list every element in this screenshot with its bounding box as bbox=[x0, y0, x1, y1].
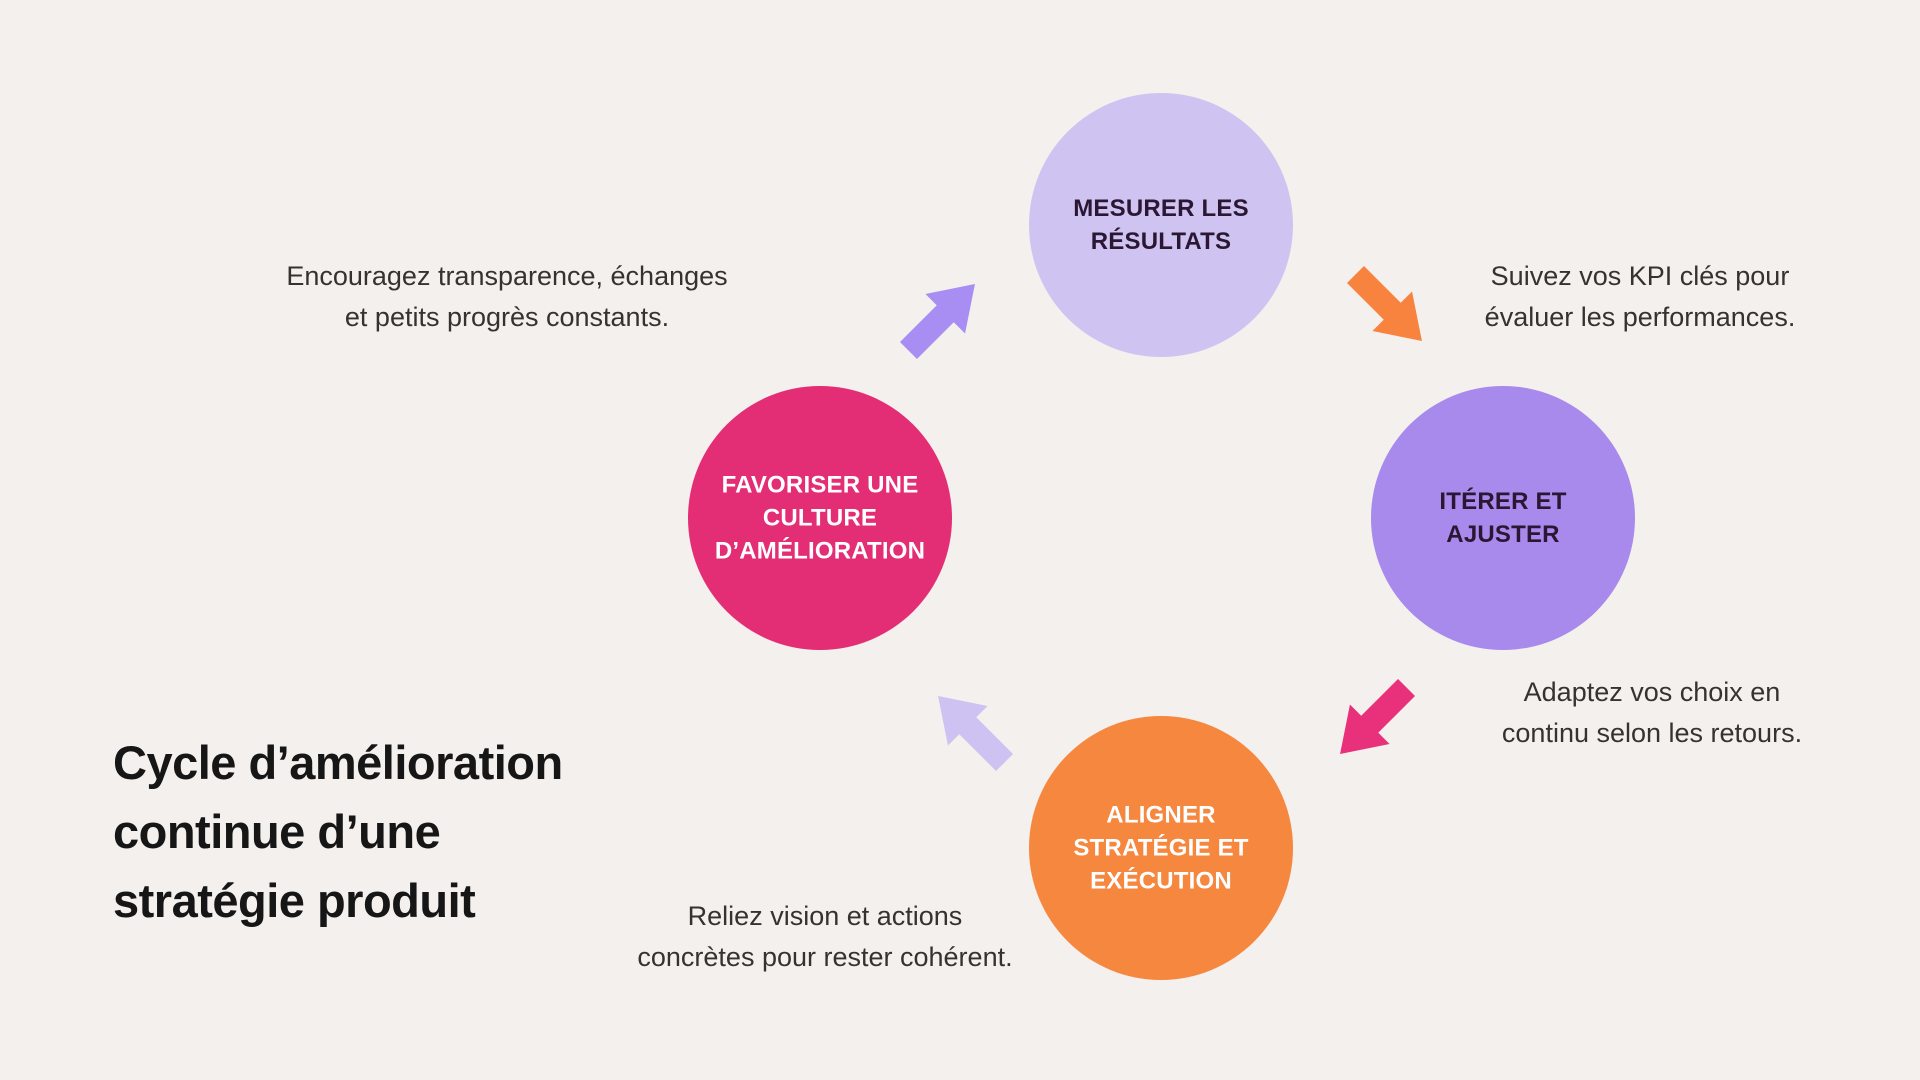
step-label-favoriser-une-culture: FAVORISER UNE CULTURE D’AMÉLIORATION bbox=[714, 471, 926, 565]
cycle-arrow-to-favoriser-icon bbox=[898, 656, 1045, 803]
step-label-iterer-et-ajuster: ITÉRER ET AJUSTER bbox=[1439, 487, 1567, 548]
step-description-aligner-strategie-et-execution: Reliez vision et actions concrètes pour … bbox=[637, 901, 1013, 972]
circle-shape bbox=[1371, 386, 1635, 650]
cycle-arrow-to-aligner-icon bbox=[1300, 646, 1447, 793]
cycle-arrow-to-iterer-icon bbox=[1314, 233, 1461, 380]
cycle-arrow-to-mesurer-icon bbox=[867, 244, 1014, 391]
step-description-mesurer-les-resultats: Suivez vos KPI clés pour évaluer les per… bbox=[1484, 261, 1796, 332]
step-description-favoriser-une-culture: Encouragez transparence, échanges et pet… bbox=[286, 261, 728, 332]
step-circle-mesurer-les-resultats: MESURER LES RÉSULTATS bbox=[1029, 93, 1293, 357]
circle-shape bbox=[1029, 716, 1293, 980]
circle-shape bbox=[688, 386, 952, 650]
circle-shape bbox=[1029, 93, 1293, 357]
step-description-iterer-et-ajuster: Adaptez vos choix en continu selon les r… bbox=[1501, 677, 1803, 748]
step-label-aligner-strategie-et-execution: ALIGNER STRATÉGIE ET EXÉCUTION bbox=[1073, 801, 1249, 895]
step-label-mesurer-les-resultats: MESURER LES RÉSULTATS bbox=[1073, 194, 1249, 255]
step-circle-iterer-et-ajuster: ITÉRER ET AJUSTER bbox=[1371, 386, 1635, 650]
page-title: Cycle d’amélioration continue d’une stra… bbox=[113, 736, 563, 927]
step-circle-aligner-strategie-et-execution: ALIGNER STRATÉGIE ET EXÉCUTION bbox=[1029, 716, 1293, 980]
step-circle-favoriser-une-culture: FAVORISER UNE CULTURE D’AMÉLIORATION bbox=[688, 386, 952, 650]
